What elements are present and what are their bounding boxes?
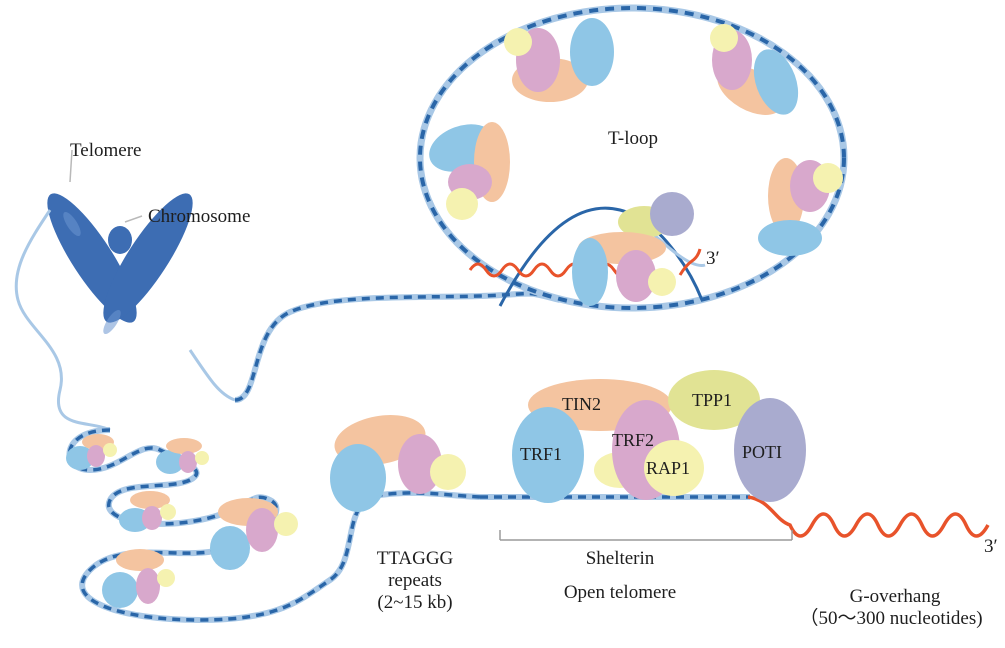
three-prime-bottom-label: 3′ bbox=[984, 536, 998, 557]
loop-cluster-2 bbox=[156, 438, 209, 474]
rap1-shape bbox=[644, 440, 704, 496]
loop-cluster-4 bbox=[210, 498, 298, 570]
repeats-label-line2: repeats bbox=[388, 570, 442, 591]
dna-to-tloop bbox=[234, 290, 561, 403]
poti-label: POTI bbox=[742, 442, 782, 462]
shelterin-bracket bbox=[499, 530, 793, 541]
tpp1-label: TPP1 bbox=[692, 390, 733, 410]
trf1-label: TRF1 bbox=[520, 444, 563, 464]
repeats-label-line1: TTAGGG bbox=[376, 548, 454, 569]
tloop-shelterin-top-right bbox=[710, 24, 799, 115]
tin2-label: TIN2 bbox=[562, 394, 601, 414]
chromosome-label: Chromosome bbox=[148, 206, 251, 227]
open-telomere-label: Open telomere bbox=[563, 582, 677, 603]
trf2-label: TRF2 bbox=[612, 430, 655, 450]
telomere-strand bbox=[14, 209, 111, 432]
loop-cluster-1 bbox=[66, 434, 117, 470]
g-overhang-length-label: （50～300 nucleotides) bbox=[799, 608, 983, 629]
three-prime-top-label: 3′ bbox=[706, 248, 720, 269]
loop-cluster-3 bbox=[119, 491, 176, 532]
tloop-shelterin-top-left bbox=[504, 18, 614, 102]
loop-cluster-5 bbox=[102, 549, 175, 608]
tloop-invading-strand bbox=[498, 206, 704, 307]
tloop-shelterin-bottom bbox=[572, 192, 694, 306]
repeat-shelterin-complex bbox=[330, 415, 466, 512]
telomere-label: Telomere bbox=[70, 140, 142, 161]
tloop-dna-ring bbox=[416, 4, 848, 312]
rap1-label: RAP1 bbox=[646, 458, 691, 478]
g-overhang-label: G-overhang bbox=[849, 586, 941, 607]
chromosome-icon bbox=[47, 149, 193, 335]
tloop-shelterin-right bbox=[758, 158, 843, 256]
tpp1-shape bbox=[668, 370, 760, 430]
g-overhang-strand bbox=[747, 495, 990, 538]
shelterin-label: Shelterin bbox=[585, 548, 655, 569]
tloop-label: T-loop bbox=[608, 128, 658, 149]
tloop-shelterin-left bbox=[429, 122, 510, 220]
open-shelterin-complex bbox=[512, 370, 806, 503]
repeats-label-line3: (2~15 kb) bbox=[377, 592, 453, 613]
trf1-shape bbox=[512, 407, 584, 503]
poti-shape bbox=[734, 398, 806, 502]
chromosome-tail-strand bbox=[188, 349, 236, 402]
